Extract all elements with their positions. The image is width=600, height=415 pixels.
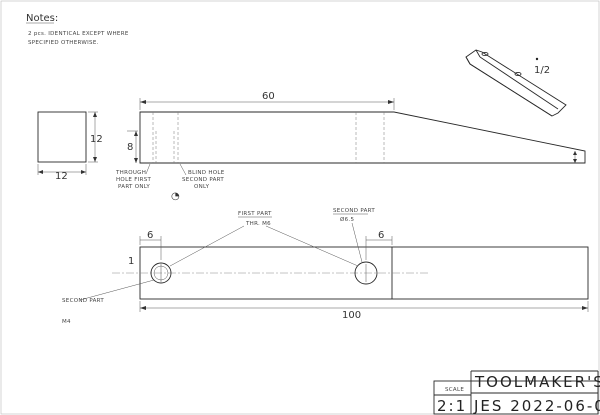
first-part-threaded-hole: [150, 262, 172, 284]
stray-mark: ◔: [171, 191, 180, 202]
second-part-clearance-hole: [354, 261, 378, 285]
top-view-dim-total: 100: [342, 310, 361, 321]
scale-value: 2:1: [437, 397, 467, 415]
isometric-view: 1/2: [465, 49, 567, 117]
end-view-dim-height: 12: [90, 134, 103, 145]
second-part-label: SECOND PART: [333, 208, 375, 214]
end-view: 12 12: [37, 111, 103, 182]
second-part-left-label: SECOND PART: [62, 298, 104, 304]
callout-blind-hole-3: ONLY: [194, 184, 210, 190]
notes-line-1: 2 pcs. IDENTICAL EXCEPT WHERE: [28, 31, 129, 37]
side-view-dim-height: 8: [127, 142, 133, 153]
callout-through-hole-3: PART ONLY: [118, 184, 150, 190]
iso-hole-1: [481, 51, 489, 57]
callout-through-hole-1: THROUGH: [115, 170, 146, 176]
first-part-spec: THR. M6: [245, 221, 271, 227]
top-view: 6 6 1 100 FIRST PART THR. M6 SECOND PART…: [62, 208, 589, 325]
first-part-label: FIRST PART: [238, 211, 272, 217]
iso-hole-2: [514, 71, 522, 77]
side-view-dim-length: 60: [262, 91, 275, 102]
callout-blind-hole-1: BLIND HOLE: [188, 170, 225, 176]
callout-through-hole-2: HOLE FIRST: [116, 177, 152, 183]
author-date: JES 2022-06-08: [473, 397, 600, 415]
second-part-spec: Ø6.5: [340, 216, 354, 223]
title-block: TOOLMAKER'S CLAMP SCALE 2:1 JES 2022-06-…: [433, 370, 600, 415]
side-view: 60 8 THROUGH HOLE FIRST PART ONLY BLIND …: [115, 91, 586, 202]
notes-line-2: SPECIFIED OTHERWISE.: [28, 40, 99, 46]
iso-dim-thickness: 1/2: [534, 65, 550, 76]
top-view-dim-right-offset: 6: [378, 230, 384, 241]
callout-blind-hole-2: SECOND PART: [182, 177, 224, 183]
drawing-title: TOOLMAKER'S CLAMP: [474, 373, 600, 391]
top-view-dim-edge: 1: [128, 256, 134, 267]
second-part-left-spec: M4: [62, 319, 71, 325]
scale-label: SCALE: [445, 387, 464, 393]
end-view-dim-width: 12: [55, 171, 68, 182]
notes-heading: Notes:: [26, 13, 58, 24]
top-view-dim-left-offset: 6: [147, 230, 153, 241]
